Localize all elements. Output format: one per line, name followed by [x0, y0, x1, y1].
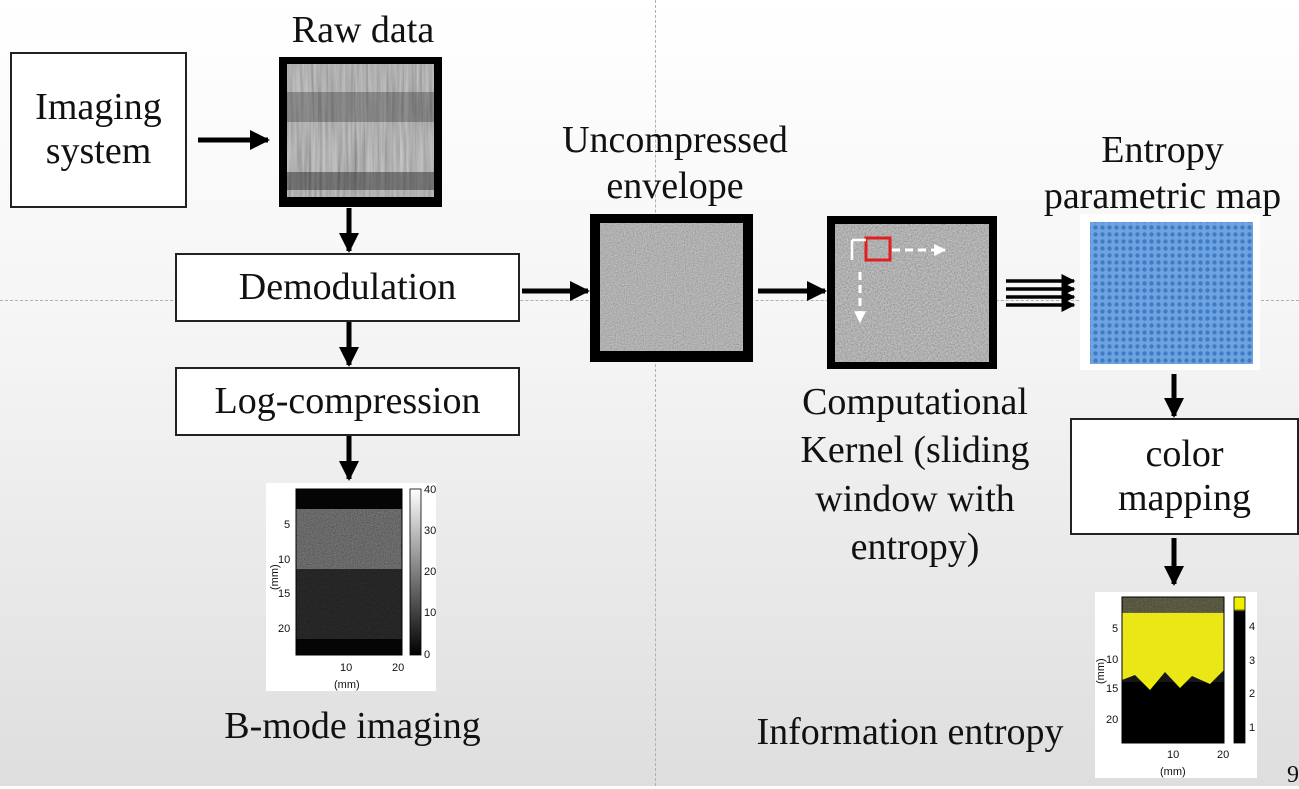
entropy-colorbar-tick: 4 [1249, 621, 1255, 633]
entropy-plot: 4 3 2 1 5 10 15 20 10 20 (mm) (mm) [1095, 592, 1257, 778]
b-mode-x-label: (mm) [334, 679, 360, 691]
log-compression-box: Log-compression [175, 367, 520, 436]
b-mode-label: B-mode imaging [224, 705, 481, 747]
entropy-y-label: (mm) [1095, 658, 1107, 684]
raw-data-image [279, 57, 442, 207]
b-mode-y-label: (mm) [269, 564, 281, 590]
kernel-label: Computational Kernel (sliding window wit… [800, 381, 1030, 568]
b-mode-colorbar-tick: 20 [424, 566, 436, 578]
uncompressed-envelope-label: Uncompressed envelope [562, 119, 788, 207]
entropy-map-label: Entropy parametric map [1043, 129, 1282, 217]
kernel-window-box [864, 236, 892, 262]
entropy-y-tick: 5 [1112, 623, 1118, 635]
entropy-colorbar-tick: 1 [1249, 722, 1255, 734]
entropy-x-tick: 10 [1167, 749, 1179, 761]
entropy-y-tick: 20 [1106, 714, 1118, 726]
vertical-guide-line [655, 0, 656, 786]
b-mode-y-tick: 15 [278, 588, 290, 600]
b-mode-colorbar-tick: 30 [424, 525, 436, 537]
information-entropy-label: Information entropy [756, 711, 1064, 753]
page-number: 9 [1287, 762, 1299, 788]
color-mapping-box: color mapping [1070, 418, 1299, 535]
entropy-y-tick: 10 [1106, 654, 1118, 666]
raw-data-label: Raw data [291, 9, 435, 51]
b-mode-x-tick: 20 [392, 662, 404, 674]
kernel-image [827, 216, 997, 369]
entropy-x-label: (mm) [1160, 766, 1186, 778]
b-mode-y-tick: 20 [278, 623, 290, 635]
b-mode-y-tick: 10 [278, 554, 290, 566]
b-mode-x-tick: 10 [340, 662, 352, 674]
entropy-map-image [1080, 214, 1260, 370]
b-mode-y-tick: 5 [284, 519, 290, 531]
b-mode-colorbar-tick: 40 [424, 484, 436, 496]
b-mode-colorbar-tick: 0 [424, 649, 430, 661]
imaging-system-box: Imaging system [10, 52, 187, 208]
b-mode-colorbar-tick: 10 [424, 607, 436, 619]
entropy-colorbar-tick: 2 [1249, 688, 1255, 700]
entropy-x-tick: 20 [1217, 749, 1229, 761]
entropy-y-tick: 15 [1106, 683, 1118, 695]
demodulation-box: Demodulation [175, 253, 520, 322]
entropy-colorbar-tick: 3 [1249, 655, 1255, 667]
b-mode-plot: 40 30 20 10 0 5 10 15 20 10 20 (mm) (mm) [266, 483, 436, 691]
uncompressed-envelope-image [590, 214, 753, 362]
